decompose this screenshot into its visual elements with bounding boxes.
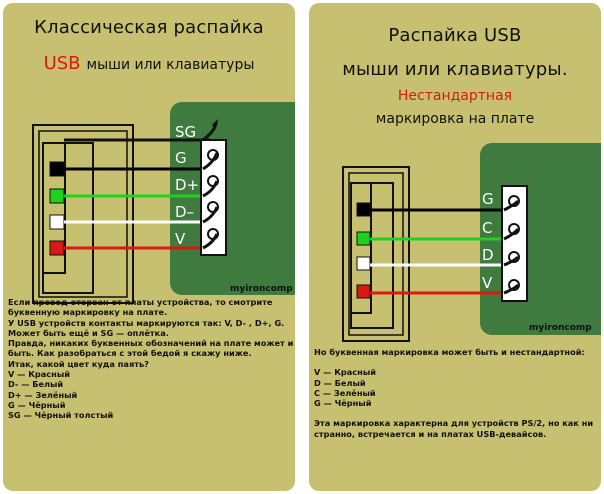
left-note-line: G — Чёрный [8, 399, 66, 410]
left-note-line: Может быть ещё и SG — оплётка. [8, 327, 169, 338]
right-pin-label-g: G [482, 190, 494, 208]
left-usb-label: USB [43, 53, 81, 74]
left-note-line: быть. Как разобраться с этой бедой я ска… [8, 348, 252, 359]
left-note-line: V — Красный [8, 369, 70, 380]
left-pin-green [49, 188, 65, 204]
right-pin-label-c: C [482, 219, 492, 237]
left-pin-white [49, 214, 65, 230]
left-note-line: У USB устройств контакты маркируются так… [8, 317, 285, 328]
left-pin-label-dminus: D– [175, 203, 194, 221]
left-pin-red [49, 240, 65, 256]
right-pin-white [356, 256, 371, 271]
right-note-line: V — Красный [314, 367, 376, 378]
right-pin-red [356, 284, 371, 299]
left-circuit-board [170, 102, 295, 295]
left-wiring-diagram: SG G D+ D– V [32, 118, 227, 304]
right-note-line: странно, встречается и на платах USB-дев… [314, 428, 547, 439]
right-note-line: Но буквенная маркировка может быть и нес… [314, 347, 585, 357]
left-pin-label-dplus: D+ [175, 176, 199, 194]
right-pin-black [356, 202, 371, 217]
right-note-line: D — Белый [314, 377, 366, 388]
right-note-line: G — Чёрный [314, 398, 372, 409]
left-brand-label: myironcomp [230, 284, 293, 294]
right-note-line [314, 357, 596, 367]
right-wiring-diagram: G C D V [342, 166, 528, 342]
classic-pinout-card: Классическая распайка USB мыши или клавиа… [3, 3, 295, 491]
usb-connector-right [342, 166, 410, 342]
right-pin-label-d: D [482, 246, 494, 264]
right-marking-label: маркировка на плате [375, 111, 535, 127]
right-pin-green [356, 231, 371, 246]
left-pin-black [49, 161, 65, 177]
left-note-line: Итак, какой цвет куда паять? [8, 358, 149, 369]
left-note-line: D- — Белый [8, 379, 64, 390]
right-note-line [314, 408, 596, 418]
usb-connector-left [32, 124, 134, 304]
left-note-line: D+ — Зелёный [8, 389, 78, 400]
left-pin-label-sg: SG [175, 123, 196, 141]
left-subtitle-line: USB мыши или клавиатуры [3, 53, 295, 74]
left-note-line: SG — Чёрный толстый [8, 410, 114, 421]
nonstandard-pinout-card: Распайка USB мыши или клавиатуры. Нестан… [309, 3, 601, 491]
left-note-line: буквенную маркировку на плате. [8, 307, 168, 318]
right-note-line: Эта маркировка характерна для устройств … [314, 418, 594, 429]
left-note-line: Правда, никаких буквенных обозначений на… [8, 338, 295, 349]
right-title: Распайка USB [388, 25, 522, 46]
right-brand-label: myironcomp [529, 323, 592, 333]
right-note-line: C — Зелёный [314, 387, 376, 398]
left-note-line: Если провод оторван от платы устройства,… [8, 297, 273, 307]
right-subtitle: мыши или клавиатуры. [342, 59, 568, 80]
left-title: Классическая распайка [34, 17, 264, 38]
right-nonstandard-label: Нестандартная [397, 88, 513, 104]
left-subtitle: мыши или клавиатуры [86, 57, 255, 73]
left-notes: Если провод оторван от платы устройства,… [8, 297, 295, 421]
left-pin-label-g: G [175, 149, 187, 167]
right-notes: Но буквенная маркировка может быть и нес… [314, 347, 596, 439]
right-pin-label-v: V [482, 274, 493, 292]
left-pin-label-v: V [175, 230, 186, 248]
